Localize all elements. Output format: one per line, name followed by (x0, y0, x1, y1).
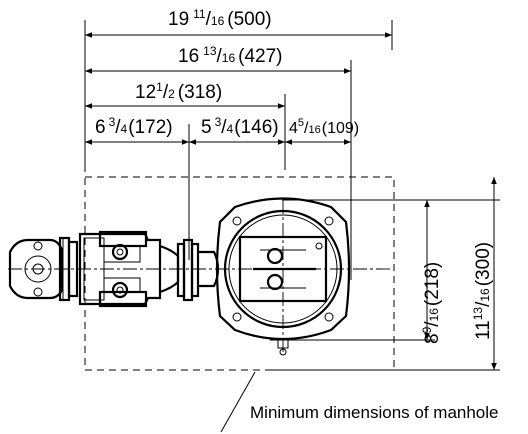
valve-actuator-assembly (8, 197, 351, 356)
dim-label-218: 89/16(218) (420, 262, 443, 344)
dim-label-109: 45/16(109) (289, 117, 359, 137)
manhole-note: Minimum dimensions of manhole (250, 403, 499, 422)
end-flange (8, 238, 64, 300)
center-lines (8, 200, 392, 355)
note-leader-line (220, 371, 256, 433)
vertical-dimension-lines (424, 177, 497, 370)
dim-label-300: 1113/16(300) (471, 242, 494, 340)
horizontal-dimension-lines (85, 32, 392, 145)
gearbox-body (78, 230, 162, 308)
dim-label-318: 121/2(318) (135, 80, 222, 103)
flange-plates (58, 236, 79, 302)
actuator-housing (215, 197, 351, 356)
